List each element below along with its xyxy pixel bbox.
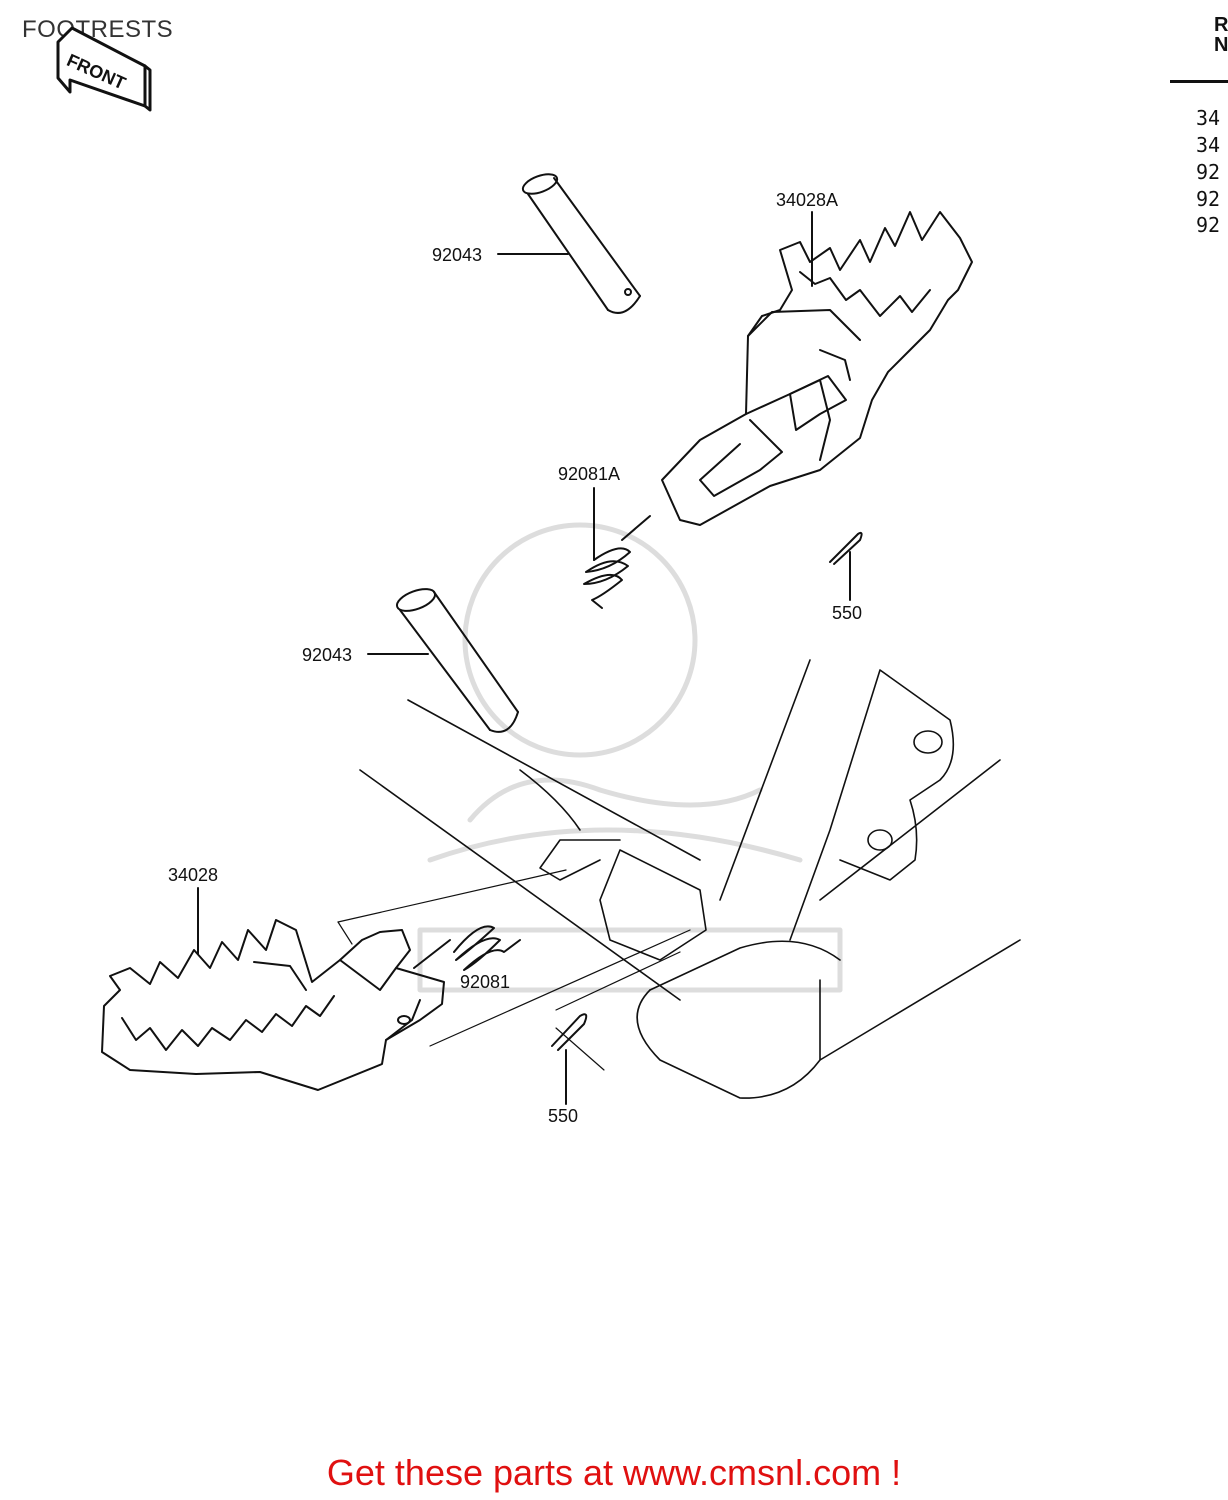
- ref-number: 92: [1196, 213, 1221, 237]
- footrest-lower: [101, 919, 445, 1091]
- ref-header-line-1: R: [1214, 14, 1228, 36]
- part-label-footrest-upper[interactable]: 34028A: [776, 190, 839, 210]
- ref-number: 34: [1196, 133, 1221, 157]
- part-label-cotter-upper[interactable]: 550: [832, 603, 863, 623]
- frame-body: [359, 659, 1021, 1099]
- assembly-guide-lines: [337, 869, 691, 1071]
- front-arrow-icon: [56, 26, 152, 112]
- ref-header-rule: [1170, 80, 1228, 83]
- watermark-logo: [417, 522, 843, 993]
- spring-upper: [583, 515, 651, 609]
- part-label-pin-upper[interactable]: 92043: [432, 245, 483, 265]
- part-label-spring-upper[interactable]: 92081A: [558, 464, 621, 484]
- ref-number: 92: [1196, 160, 1221, 184]
- ref-number: 34: [1196, 106, 1221, 130]
- part-label-spring-lower[interactable]: 92081: [460, 972, 511, 992]
- footrest-upper: [661, 211, 973, 526]
- page-title: FOOTRESTS: [22, 16, 174, 43]
- part-label-pin-lower[interactable]: 92043: [302, 645, 353, 665]
- spring-lower: [413, 925, 521, 971]
- pin-lower: [395, 588, 519, 733]
- call-to-action-link[interactable]: Get these parts at www.cmsnl.com !: [326, 1452, 902, 1493]
- part-label-cotter-lower[interactable]: 550: [548, 1106, 579, 1126]
- ref-header-line-2: N: [1214, 34, 1228, 56]
- pin-upper: [521, 173, 641, 314]
- part-label-footrest-lower[interactable]: 34028: [168, 865, 219, 885]
- ref-number: 92: [1196, 187, 1221, 211]
- cotter-upper: [829, 531, 863, 565]
- cotter-lower: [551, 1013, 588, 1051]
